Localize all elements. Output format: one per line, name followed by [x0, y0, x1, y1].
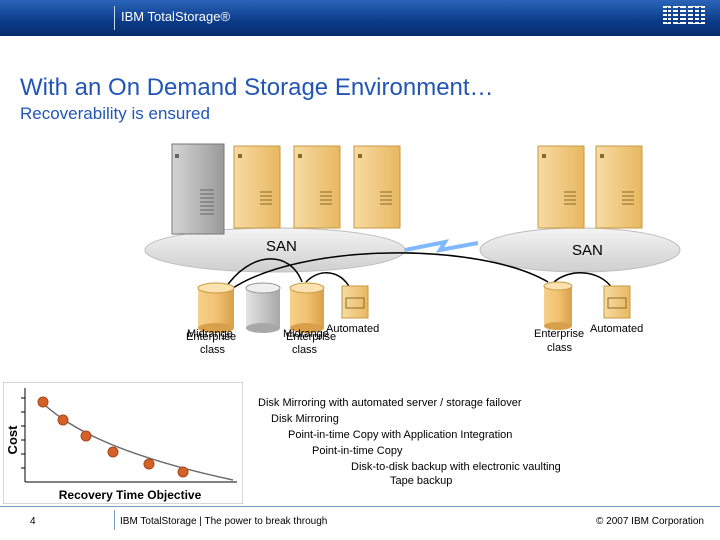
rto-scale-item: Disk Mirroring	[271, 413, 339, 425]
server-icon	[293, 145, 341, 229]
rto-scale-item: Point-in-time Copy with Application Inte…	[288, 429, 513, 441]
storage-label: Enterprise	[534, 328, 585, 340]
san-label-right: SAN	[572, 242, 603, 259]
server-icon	[537, 145, 585, 229]
server-icon	[353, 145, 401, 229]
disk-storage-icon	[289, 282, 325, 333]
rto-point	[107, 446, 119, 458]
cost-curve	[38, 399, 234, 481]
footer-divider	[0, 506, 720, 507]
brand-name: IBM TotalStorage®	[121, 9, 231, 24]
lightning-link-icon	[404, 239, 479, 253]
tape-library-icon	[603, 285, 631, 319]
page-subtitle: Recoverability is ensured	[20, 104, 210, 123]
storage-diagram	[144, 143, 681, 333]
storage-label: class	[292, 344, 318, 356]
storage-label: class	[200, 344, 226, 356]
server-icon	[595, 145, 643, 229]
page-number: 4	[30, 516, 36, 527]
rto-scale-item: Tape backup	[390, 475, 453, 487]
rto-point	[177, 466, 189, 478]
page-title: With an On Demand Storage Environment…	[20, 74, 494, 101]
storage-label: Automated	[326, 323, 380, 335]
chart-xlabel: Recovery Time Objective	[59, 488, 202, 502]
y-ticks	[21, 397, 25, 469]
rto-scale-item: Point-in-time Copy	[312, 445, 403, 457]
copyright: © 2007 IBM Corporation	[596, 516, 704, 527]
link-arc	[223, 258, 303, 291]
link-arc	[229, 252, 549, 291]
rto-point	[37, 396, 49, 408]
rto-scale-item: Disk Mirroring with automated server / s…	[258, 397, 522, 409]
rto-scale-item: Disk-to-disk backup with electronic vaul…	[351, 461, 561, 473]
footer-separator	[114, 510, 115, 530]
server-gray-icon	[171, 143, 225, 235]
storage-label: class	[547, 342, 573, 354]
tape-library-icon	[341, 285, 369, 319]
rto-point	[57, 414, 69, 426]
link-arc	[553, 272, 613, 289]
chart-ylabel: Cost	[5, 425, 20, 455]
disk-storage-icon	[543, 281, 573, 330]
disk-storage-icon	[197, 282, 235, 333]
storage-label: Automated	[590, 323, 644, 335]
server-icon	[233, 145, 281, 229]
storage-label: Enterprise	[186, 331, 237, 343]
footer-tagline: IBM TotalStorage | The power to break th…	[120, 516, 328, 527]
header-bar	[0, 0, 720, 36]
rto-point	[80, 430, 92, 442]
rto-point	[143, 458, 155, 470]
disk-storage-icon	[245, 282, 281, 333]
storage-label: Enterprise	[286, 331, 337, 343]
storage-label: Midrange	[283, 328, 329, 340]
cost-rto-chart: Cost Recovery Time Objective	[3, 382, 243, 504]
ibm-logo-icon	[663, 6, 705, 24]
storage-label: Midrange	[187, 328, 233, 340]
san-label-left: SAN	[266, 238, 297, 255]
link-arc	[305, 272, 351, 289]
header-divider	[114, 6, 115, 30]
